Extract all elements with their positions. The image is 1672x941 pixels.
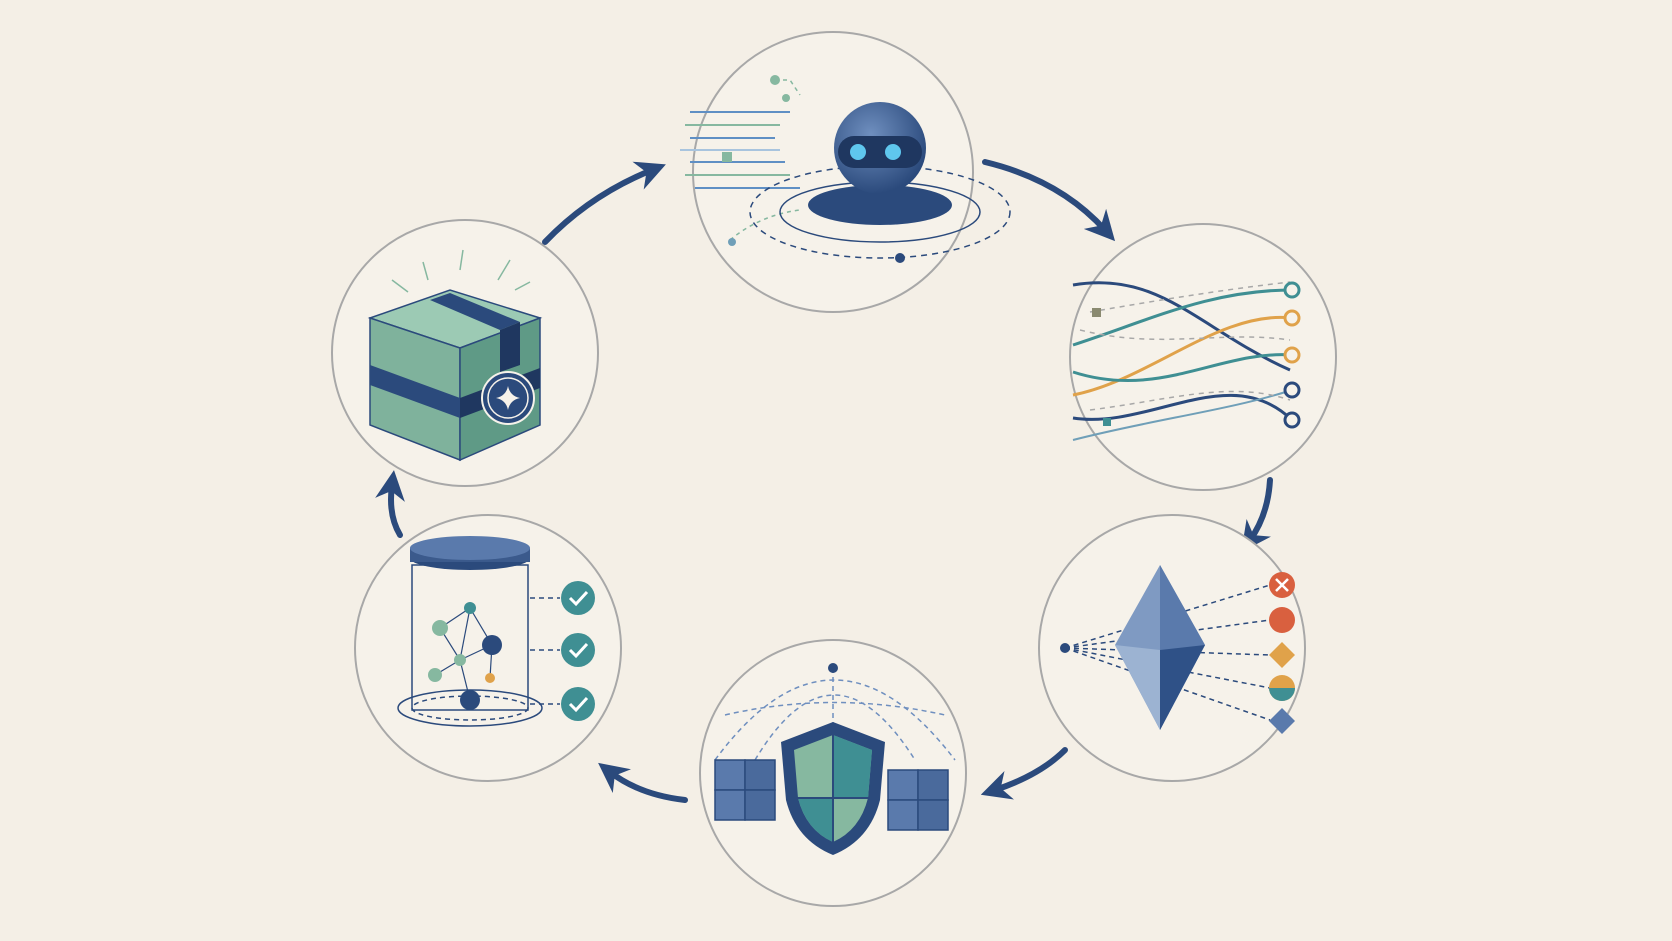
check-icons: [561, 581, 595, 721]
arrow-protection-to-validation: [598, 762, 688, 803]
shield-icon: [714, 663, 956, 855]
arrow-classification-to-protection: [980, 747, 1068, 800]
stage-protection: [699, 639, 967, 907]
stage-classification: [1038, 514, 1306, 782]
block-stack-left: [714, 759, 776, 821]
stage-validation: [354, 514, 622, 782]
arrow-paths-to-classification: [1241, 477, 1273, 553]
branching-lines-icon: [1072, 281, 1301, 441]
prism-diamond-icon: [1060, 565, 1295, 734]
robot-sphere-icon: [680, 75, 1011, 263]
class-result-icons: [1269, 572, 1295, 734]
package-box-icon: [367, 249, 543, 462]
stage-ai-model: [680, 31, 1011, 313]
arrow-ai-to-paths: [982, 159, 1116, 242]
cycle-arrows: [375, 159, 1273, 803]
block-stack-right: [887, 769, 949, 831]
arrow-validation-to-packaging: [375, 470, 405, 538]
stage-packaging: [331, 219, 599, 487]
graph-jar-icon: [397, 536, 595, 727]
arrow-packaging-to-ai: [542, 161, 666, 245]
stage-data-paths: [1069, 223, 1337, 491]
